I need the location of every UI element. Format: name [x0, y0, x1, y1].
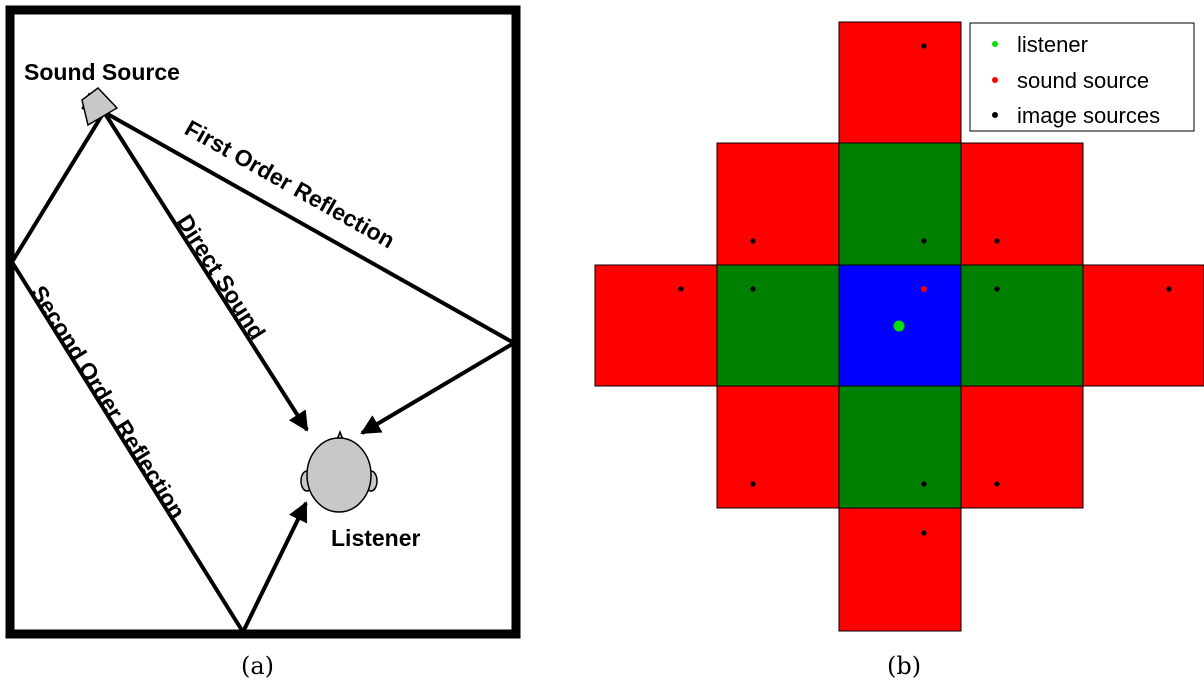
second-order-path — [9, 110, 245, 634]
image-source-dot — [921, 43, 927, 49]
image-cell-second-order — [1082, 264, 1204, 387]
image-source-dot — [994, 481, 1000, 487]
panel-a: Sound Source Listener Direct Sound First… — [0, 0, 530, 691]
image-cell-first-order — [838, 142, 962, 266]
image-source-dot — [994, 238, 1000, 244]
sound-source-label: Sound Source — [24, 59, 180, 85]
image-sources — [678, 43, 1172, 536]
first-order-path — [103, 110, 515, 345]
legend-marker-listener — [992, 41, 998, 47]
direct-sound-path — [102, 110, 309, 432]
listener-label: Listener — [331, 525, 421, 551]
panel-b: listener sound source image sources (b) — [590, 0, 1204, 691]
image-source-dot — [921, 238, 927, 244]
image-cell-second-order — [960, 385, 1084, 509]
listener-head-icon — [300, 429, 378, 513]
image-source-dot — [750, 238, 756, 244]
image-source-dot — [1166, 286, 1172, 292]
image-cell-first-order — [960, 264, 1084, 387]
legend-box — [969, 22, 1195, 132]
room-walls — [5, 5, 521, 639]
image-cell-second-order — [716, 142, 840, 266]
legend-label-image-sources: image sources — [1017, 103, 1160, 128]
image-source-dot — [750, 286, 756, 292]
legend-marker-image-sources — [992, 112, 998, 118]
legend-label-sound-source: sound source — [1017, 68, 1149, 93]
first-order-label: First Order Reflection — [181, 115, 400, 254]
image-cell-second-order — [594, 264, 718, 387]
first-order-return — [360, 341, 516, 435]
image-cell-second-order — [838, 21, 962, 144]
caption-a: (a) — [241, 652, 275, 680]
legend: listener sound source image sources — [969, 22, 1195, 132]
room-diagram: Sound Source Listener Direct Sound First… — [5, 5, 521, 639]
caption-b: (b) — [887, 652, 922, 680]
image-cell-first-order — [838, 385, 962, 509]
image-source-dot — [921, 481, 927, 487]
direct-sound-label: Direct Sound — [172, 210, 271, 345]
image-source-dot — [994, 286, 1000, 292]
image-source-dot — [750, 481, 756, 487]
second-order-return — [241, 501, 308, 633]
image-cell-first-order — [716, 264, 840, 387]
legend-label-listener: listener — [1017, 32, 1088, 57]
image-source-dot — [921, 530, 927, 536]
speaker-icon — [81, 86, 119, 127]
image-cell-second-order — [838, 507, 962, 632]
listener-dot — [893, 320, 905, 332]
image-cell-second-order — [960, 142, 1084, 266]
image-source-dot — [678, 286, 684, 292]
second-order-label: Second Order Reflection — [26, 281, 191, 523]
sound-source-dot — [921, 286, 927, 292]
image-cell-second-order — [716, 385, 840, 509]
image-source-grid: listener sound source image sources — [594, 21, 1204, 632]
legend-marker-sound-source — [992, 77, 998, 83]
